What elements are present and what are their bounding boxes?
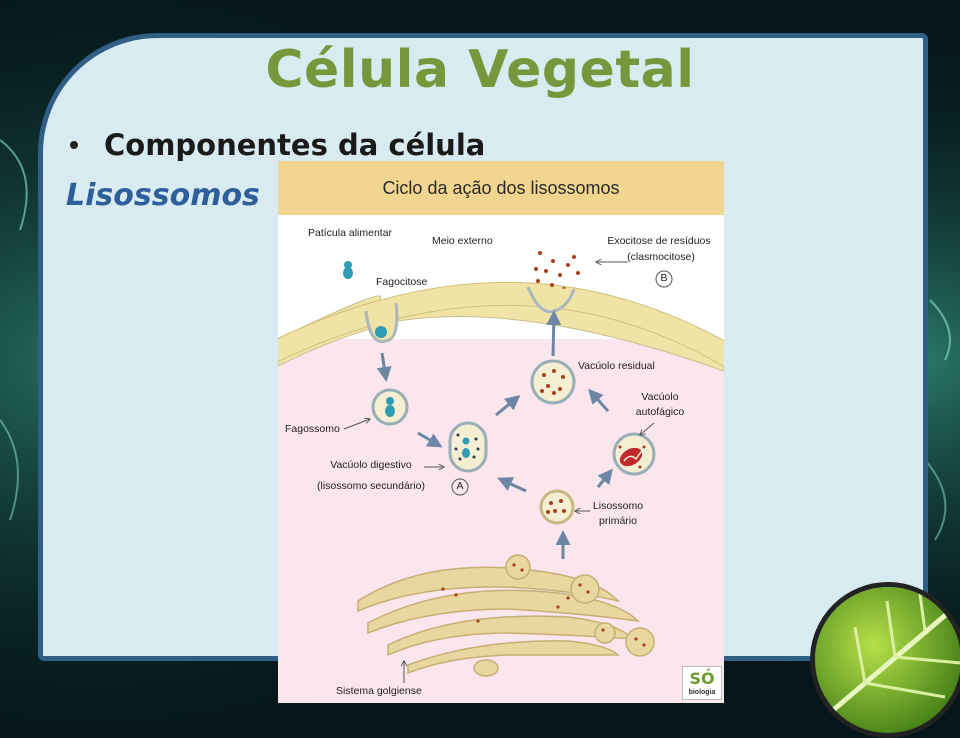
label-marker-a: A — [456, 480, 464, 492]
label-marker-b: B — [660, 272, 668, 284]
label-digestive-line1: Vacúolo digestivo — [330, 459, 412, 471]
phagocytosis-invagination — [364, 302, 399, 344]
slide-subtitle: Lisossomos — [66, 178, 260, 213]
autophagic-vacuole — [612, 432, 656, 476]
marker-b-circle — [655, 270, 673, 288]
slide-title: Célula Vegetal — [265, 40, 695, 100]
marker-a-circle — [451, 478, 469, 496]
label-external-medium: Meio externo — [432, 235, 493, 247]
label-phagosome: Fagossomo — [285, 423, 340, 435]
golgi-apparatus — [357, 554, 655, 677]
label-golgi: Sistema golgiense — [336, 685, 422, 697]
label-autophagic-line2: autofágico — [635, 406, 685, 418]
label-food-particle: Patícula alimentar — [308, 227, 393, 239]
label-exocytosis: Exocitose de resíduos — [607, 235, 711, 247]
bullet-text: Componentes da célula — [104, 128, 486, 162]
phagosome — [371, 388, 409, 426]
figure-header: Ciclo da ação dos lisossomos — [278, 161, 724, 215]
logo-text-bottom: biologia — [688, 689, 716, 696]
label-autophagic-line1: Vacúolo — [641, 391, 679, 403]
cell-membrane — [278, 281, 724, 372]
food-particle-icon — [343, 261, 353, 279]
bullet-item: Componentes da célula — [70, 128, 485, 162]
logo-text-top: SÓ — [689, 669, 715, 688]
digestive-vacuole — [448, 421, 488, 473]
residual-vacuole — [530, 359, 576, 405]
label-digestive-line2: (lisossomo secundário) — [317, 480, 425, 492]
cycle-arrows — [376, 310, 613, 559]
label-residual-vacuole: Vacúolo residual — [578, 360, 655, 372]
bullet-dot-icon — [70, 141, 78, 149]
label-clasmocytosis: (clasmocitose) — [627, 251, 695, 263]
leaf-decoration-icon — [810, 582, 960, 738]
lysosome-cycle-figure: Ciclo da ação dos lisossomos — [278, 161, 724, 703]
so-biologia-logo: SÓ biologia — [682, 666, 722, 700]
label-phagocytosis: Fagocitose — [376, 276, 428, 288]
label-pointers — [343, 262, 655, 683]
lysosome-diagram — [278, 251, 724, 683]
label-primary-line1: Lisossomo — [592, 500, 644, 512]
primary-lysosome — [539, 489, 575, 525]
label-primary-line2: primário — [599, 515, 637, 527]
